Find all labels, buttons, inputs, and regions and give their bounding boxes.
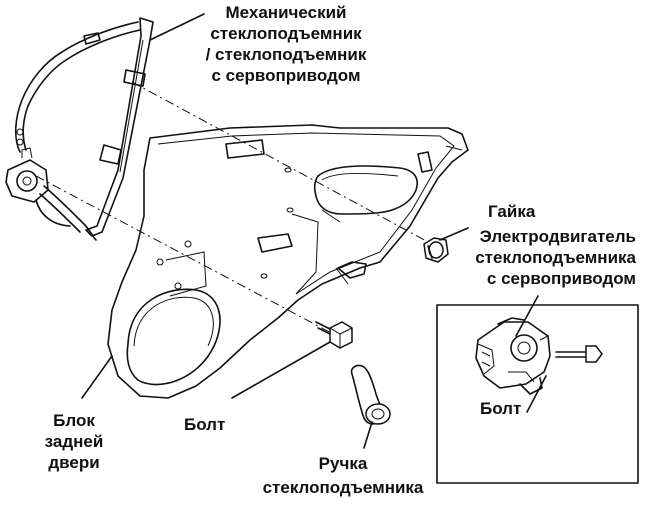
label-handle: Ручка стеклоподъемника [238,452,448,500]
leader-lines [81,13,547,449]
label-regulator-line1: Механический [225,3,347,22]
label-handle-line2: стеклоподъемника [262,478,424,497]
label-motor-line2: стеклоподъемника [475,248,636,267]
bolt-icon [315,321,353,349]
door-panel-icon [107,124,469,399]
motor-icon [475,317,603,395]
label-bolt-inset: Болт [480,399,522,418]
label-door-block-line2: задней [44,432,104,451]
label-door-block-line1: Блок [53,411,95,430]
assembly-lines [35,81,431,336]
inset-frame [436,304,639,484]
label-regulator: Механический стеклоподъемник / стеклопод… [196,2,376,86]
nut-icon [423,237,449,263]
label-door-block: Блок задней двери [34,410,114,473]
label-regulator-line4: с сервоприводом [211,66,361,85]
label-motor-line1: Электродвигатель [479,227,636,246]
label-handle-line1: Ручка [318,454,368,473]
label-motor: Электродвигатель стеклоподъемника с серв… [446,226,636,289]
label-nut: Гайка [488,202,536,221]
label-regulator-line3: / стеклоподъемник [205,45,367,64]
label-motor-line3: с сервоприводом [486,269,636,288]
label-door-block-line3: двери [48,453,100,472]
label-regulator-line2: стеклоподъемник [210,24,362,43]
crank-handle-icon [350,364,391,425]
label-bolt-main: Болт [184,415,226,434]
window-regulator-icon [5,17,154,241]
